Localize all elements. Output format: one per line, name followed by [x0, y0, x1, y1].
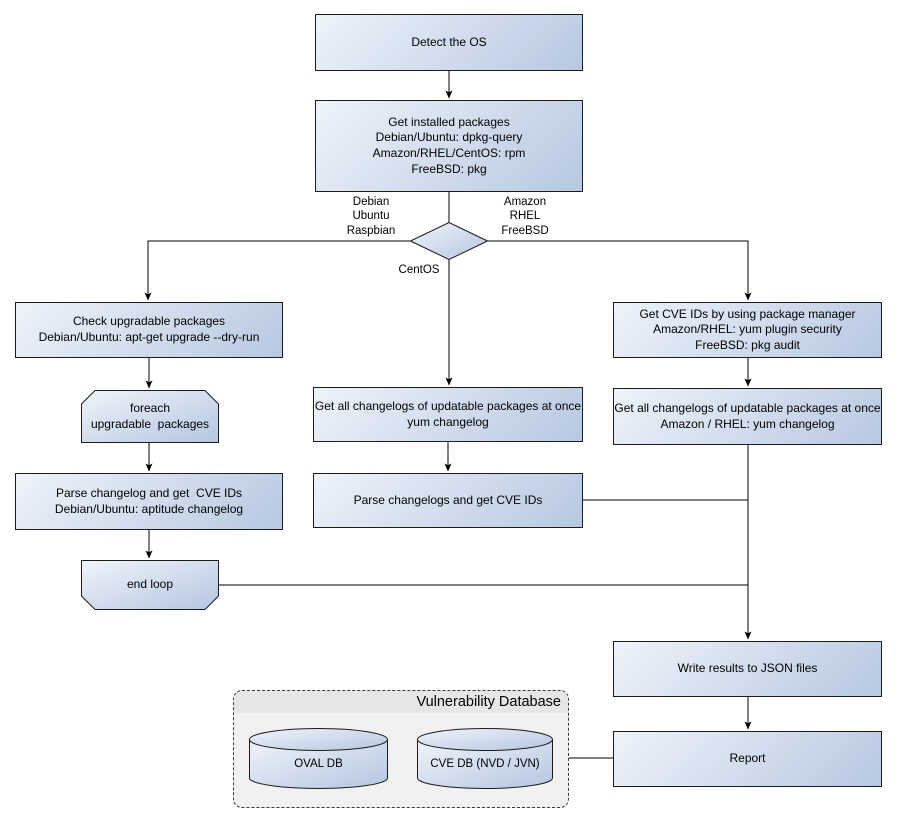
node-get-installed-packages-label: Get installed packages Debian/Ubuntu: dp…	[372, 114, 526, 176]
branch-label-centos: CentOS	[398, 264, 440, 276]
branch-label-debian: Debian Ubuntu Raspbian	[346, 196, 396, 237]
node-pkg-manager-cve: Get CVE IDs by using package manager Ama…	[613, 302, 882, 358]
node-centos-parse-changelogs: Parse changelogs and get CVE IDs	[313, 473, 583, 528]
edge-decision-to-rhel-branch	[488, 240, 752, 301]
oval-db-cylinder: OVAL DB	[249, 728, 388, 790]
node-pkg-manager-cve-label: Get CVE IDs by using package manager Ama…	[639, 306, 856, 352]
node-centos-parse-changelogs-label: Parse changelogs and get CVE IDs	[353, 492, 543, 507]
node-check-upgradable-label: Check upgradable packages Debian/Ubuntu:…	[38, 314, 260, 344]
database-cylinder-icon	[417, 728, 553, 789]
node-parse-changelog-debian-label: Parse changelog and get CVE IDs Debian/U…	[54, 485, 244, 516]
node-foreach-loop-label: foreach upgradable packages	[90, 400, 210, 431]
node-end-loop: end loop	[81, 560, 219, 610]
node-centos-get-changelogs: Get all changelogs of updatable packages…	[313, 387, 583, 442]
node-detect-os-label: Detect the OS	[411, 34, 487, 49]
node-parse-changelog-debian: Parse changelog and get CVE IDs Debian/U…	[15, 473, 283, 530]
branch-label-rhel: Amazon RHEL FreeBSD	[501, 196, 549, 237]
node-centos-get-changelogs-label: Get all changelogs of updatable packages…	[314, 398, 582, 429]
edge-decision-to-debian-branch	[144, 240, 410, 301]
node-os-decision-diamond	[410, 222, 488, 260]
node-report-label: Report	[729, 751, 766, 766]
node-rhel-get-changelogs: Get all changelogs of updatable packages…	[613, 388, 882, 445]
node-foreach-loop: foreach upgradable packages	[81, 390, 219, 443]
database-cylinder-icon	[249, 728, 388, 789]
cve-db-cylinder: CVE DB (NVD / JVN)	[417, 728, 553, 790]
loop-end-shape	[81, 560, 219, 610]
node-end-loop-label: end loop	[126, 577, 174, 592]
node-get-installed-packages: Get installed packages Debian/Ubuntu: dp…	[315, 100, 583, 192]
vulnerability-database-header: Vulnerability Database	[234, 691, 568, 713]
cve-db-label: CVE DB (NVD / JVN)	[430, 758, 540, 770]
node-check-upgradable: Check upgradable packages Debian/Ubuntu:…	[15, 302, 283, 358]
vulnerability-database-group: Vulnerability Database OVAL DB CVE DB (N…	[233, 690, 569, 808]
node-report: Report	[613, 731, 882, 787]
node-write-json: Write results to JSON files	[613, 641, 882, 697]
node-detect-os: Detect the OS	[315, 14, 583, 71]
vulnerability-database-title: Vulnerability Database	[416, 694, 561, 710]
node-write-json-label: Write results to JSON files	[677, 661, 818, 676]
loop-start-shape	[81, 390, 219, 443]
node-rhel-get-changelogs-label: Get all changelogs of updatable packages…	[614, 400, 881, 431]
oval-db-label: OVAL DB	[294, 758, 343, 770]
diamond-shape	[410, 222, 488, 260]
